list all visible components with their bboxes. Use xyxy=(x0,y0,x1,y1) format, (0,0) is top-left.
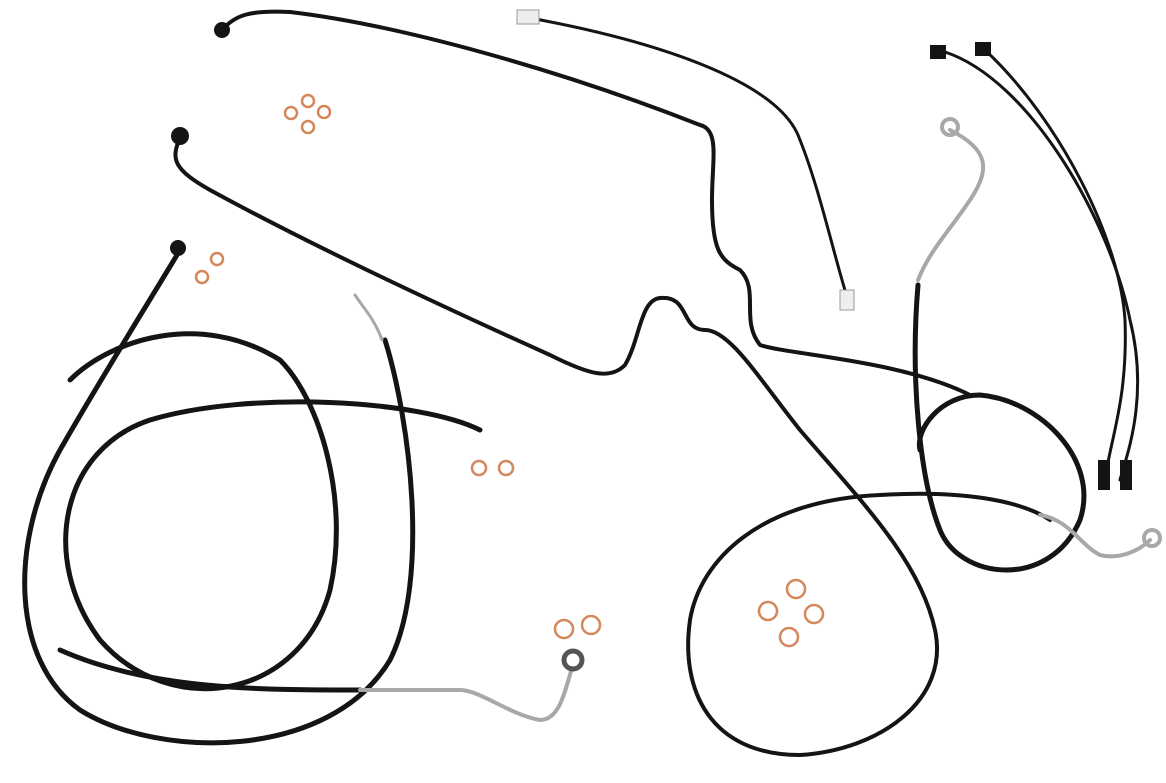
banjo-fitting xyxy=(171,127,189,145)
white-connector xyxy=(516,9,540,25)
banjo-fitting xyxy=(170,240,186,256)
left-inner-loop xyxy=(63,331,483,692)
chrome-brake-line xyxy=(916,128,985,282)
middle-brake-line xyxy=(173,136,1052,757)
copper-washers xyxy=(194,93,825,648)
white-connector xyxy=(839,289,855,311)
chrome-end xyxy=(358,666,574,722)
banjo-eye xyxy=(940,117,960,137)
black-connector xyxy=(975,42,991,56)
black-connector xyxy=(1120,460,1132,490)
banjo-eye xyxy=(1142,528,1162,548)
upper-brake-line xyxy=(220,9,972,397)
bottom-line xyxy=(57,647,363,693)
black-connector xyxy=(1098,460,1110,490)
sensor-wire xyxy=(528,16,850,302)
chrome-end xyxy=(1038,513,1152,559)
clutch-cable-end xyxy=(353,293,384,342)
abs-wire xyxy=(983,48,1127,482)
banjo-fitting xyxy=(214,22,230,38)
black-connector xyxy=(930,45,946,59)
banjo-eye xyxy=(561,648,585,672)
left-coiled-line xyxy=(22,247,416,746)
right-loop-line xyxy=(912,282,1087,573)
